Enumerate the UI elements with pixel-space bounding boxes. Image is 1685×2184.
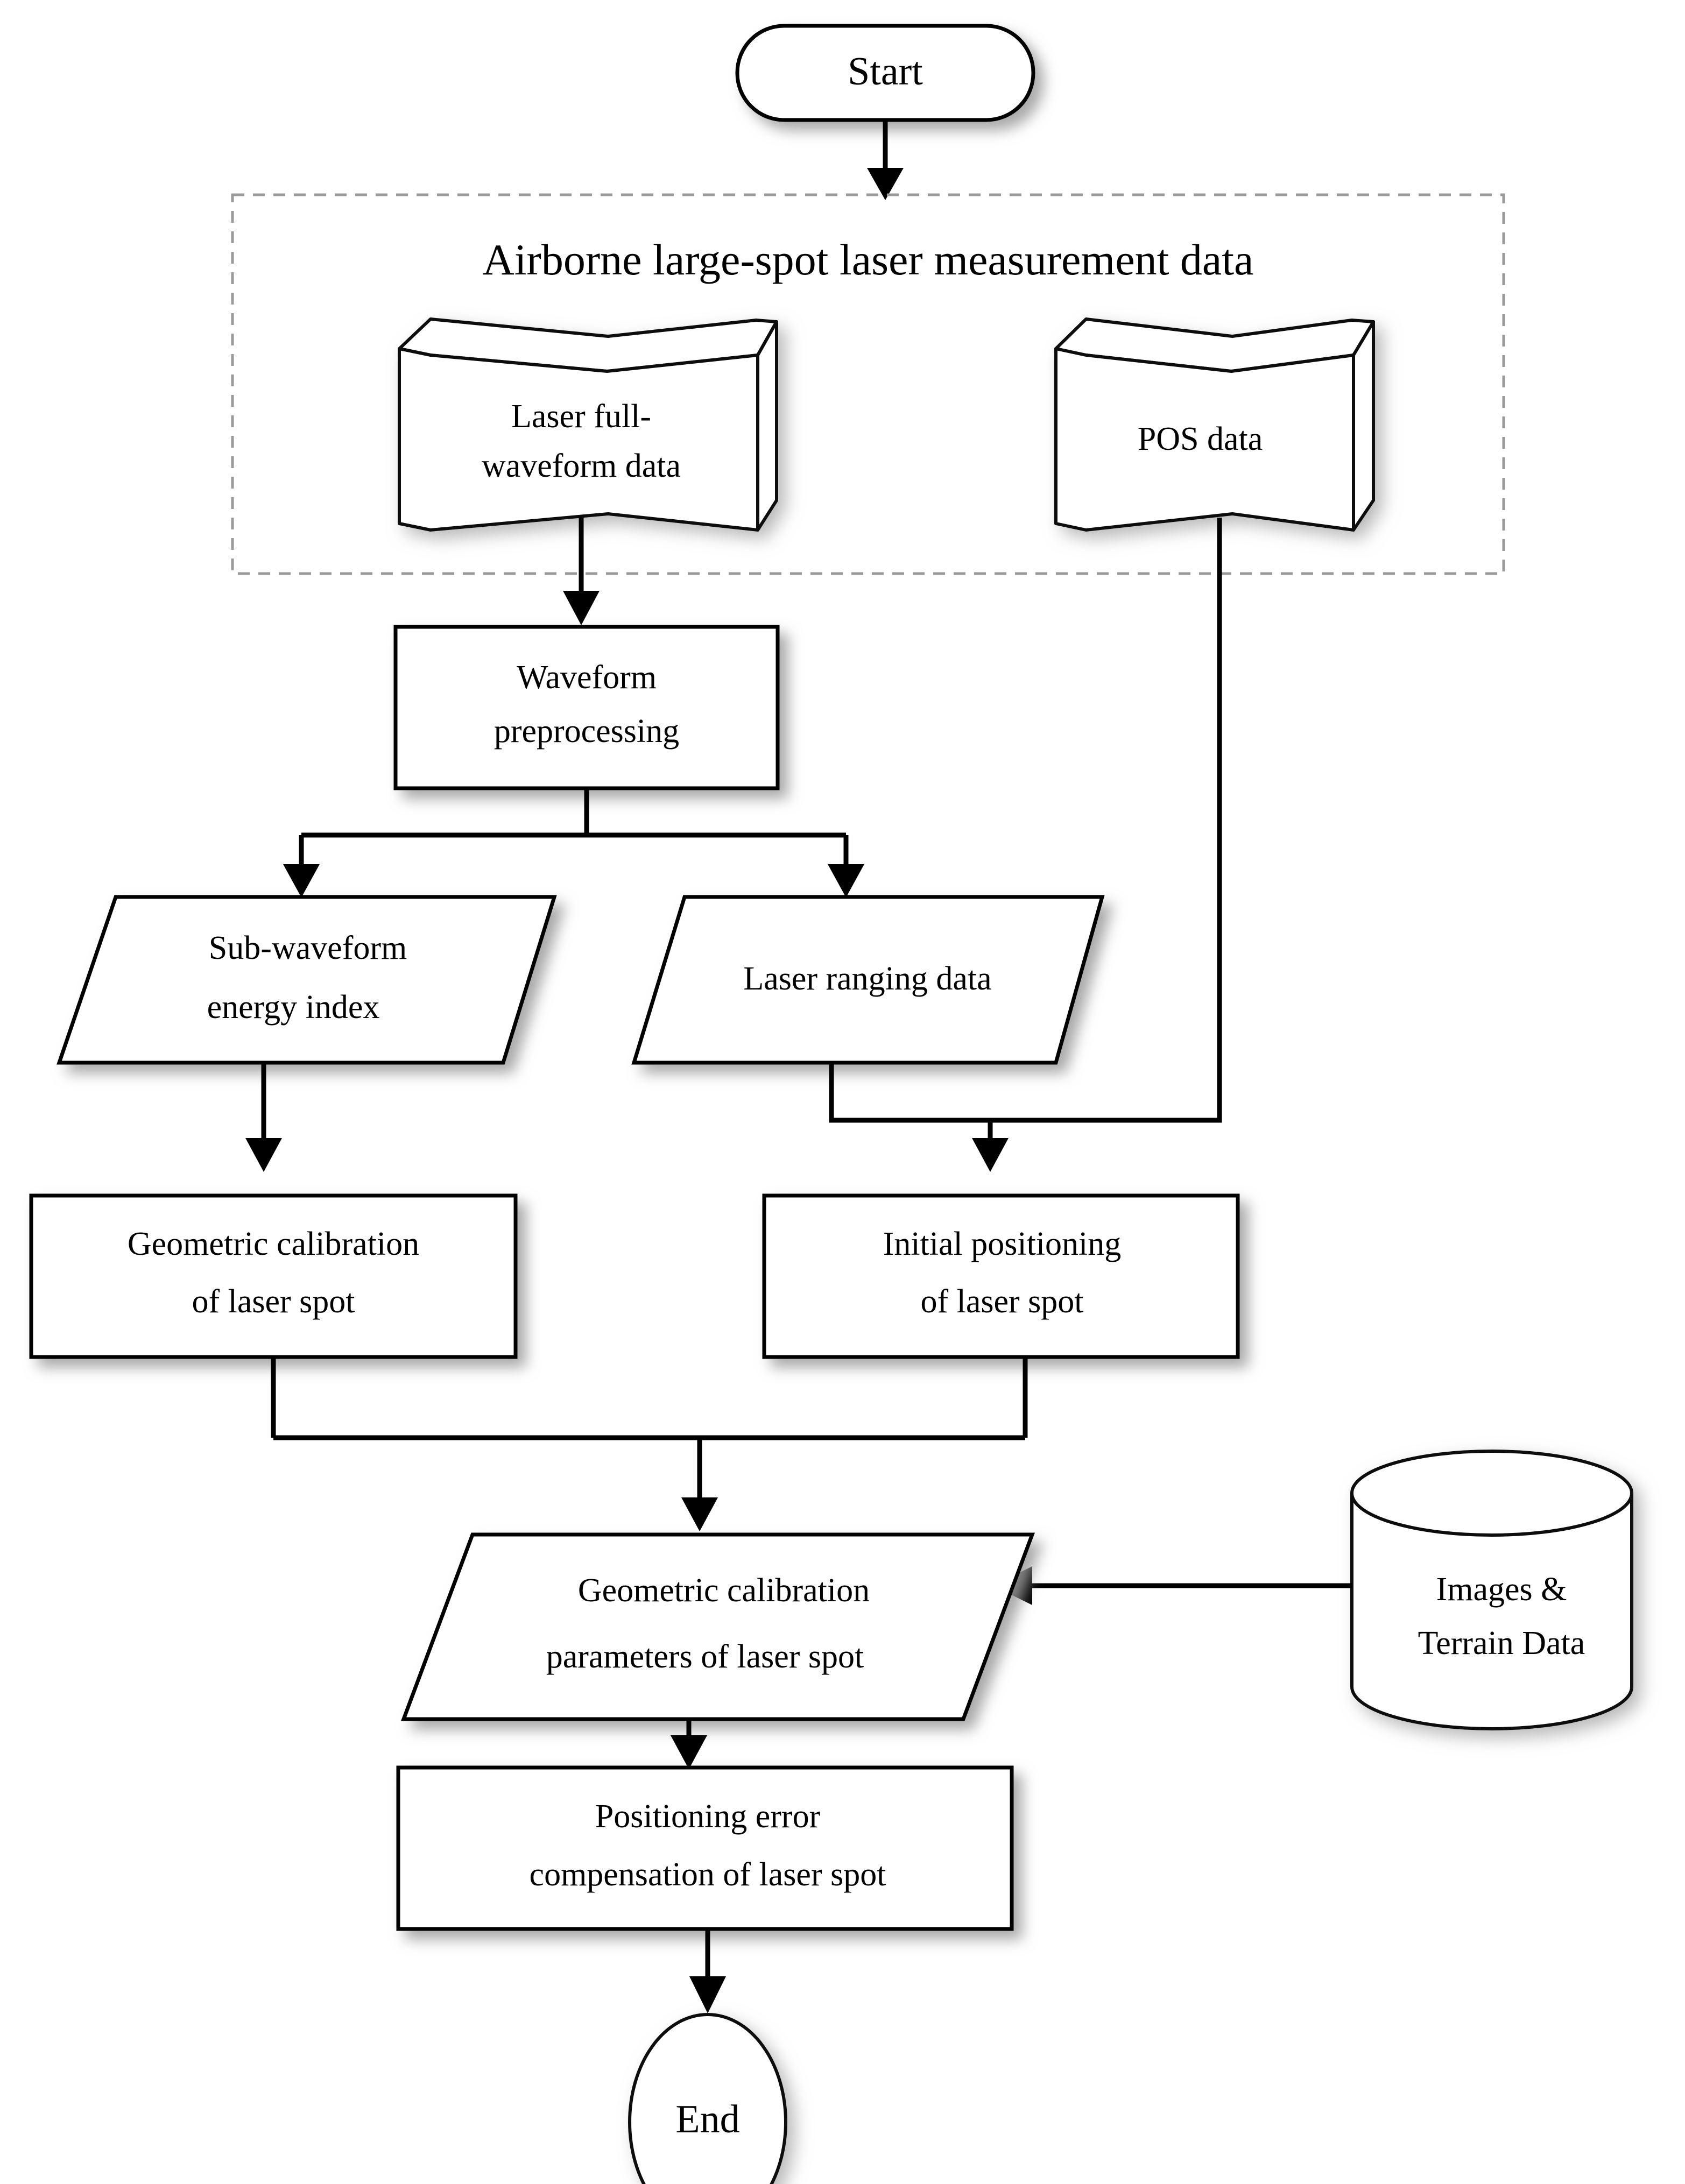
calibration-parameters-shape xyxy=(400,1532,1035,1721)
arrow-head-icon xyxy=(867,168,904,200)
sub-waveform-label-line1: Sub-waveform xyxy=(209,930,407,966)
initial-positioning-label-line1: Initial positioning xyxy=(883,1226,1122,1262)
edge-images-terrain-to-calibration-parameters xyxy=(993,1566,1352,1605)
sub-waveform-label-line2: energy index xyxy=(207,989,380,1026)
waveform-preprocessing-label-line1: Waveform xyxy=(517,659,657,696)
node-images-terrain-data[interactable]: Images & Terrain Data xyxy=(1350,1450,1633,1730)
laser-ranging-data-shape xyxy=(631,895,1105,1065)
edge-merge-to-calibration-parameters xyxy=(271,1357,1028,1531)
waveform-preprocessing-shape xyxy=(393,625,780,790)
arrow-head-icon xyxy=(671,1735,707,1769)
group-title-label: Airborne large-spot laser measurement da… xyxy=(483,235,1254,284)
arrow-head-icon xyxy=(828,864,864,897)
arrow-head-icon xyxy=(689,1976,726,2013)
node-laser-full-waveform-data[interactable]: Laser full- waveform data xyxy=(398,317,778,532)
laser-ranging-data-label: Laser ranging data xyxy=(743,960,991,997)
positioning-error-label-line1: Positioning error xyxy=(595,1798,821,1835)
edge-start-to-group xyxy=(867,120,904,200)
initial-positioning-label-line2: of laser spot xyxy=(920,1283,1083,1320)
pos-data-label: POS data xyxy=(1138,421,1263,457)
positioning-error-shape xyxy=(396,1765,1014,1931)
edge-calibration-parameters-to-error-compensation xyxy=(671,1719,707,1769)
cylinder-top-ellipse xyxy=(1350,1450,1633,1537)
arrow-head-icon xyxy=(681,1497,718,1531)
laser-full-waveform-label-line1: Laser full- xyxy=(511,398,651,435)
geometric-calibration-label-line1: Geometric calibration xyxy=(128,1226,419,1262)
initial-positioning-shape xyxy=(762,1193,1240,1359)
stored-data-front-face xyxy=(398,347,759,532)
node-geometric-calibration-parameters[interactable]: Geometric calibration parameters of lase… xyxy=(400,1532,1035,1721)
cylinder-body xyxy=(1350,1492,1633,1730)
node-geometric-calibration-of-laser-spot[interactable]: Geometric calibration of laser spot xyxy=(29,1193,518,1359)
node-waveform-preprocessing[interactable]: Waveform preprocessing xyxy=(393,625,780,790)
edge-waveform-to-preprocessing xyxy=(563,517,600,625)
node-pos-data[interactable]: POS data xyxy=(1054,317,1375,532)
images-terrain-label-line2: Terrain Data xyxy=(1418,1625,1585,1662)
node-sub-waveform-energy-index[interactable]: Sub-waveform energy index xyxy=(57,895,557,1065)
arrow-head-icon xyxy=(972,1138,1009,1172)
laser-full-waveform-label-line2: waveform data xyxy=(482,448,681,484)
stored-data-side-face xyxy=(756,320,778,532)
edge-subwaveform-to-geometric-calibration xyxy=(245,1063,282,1172)
geometric-calibration-label-line2: of laser spot xyxy=(192,1283,355,1320)
edge-error-compensation-to-end xyxy=(689,1929,726,2013)
arrow-head-icon xyxy=(563,591,600,625)
calibration-parameters-label-line2: parameters of laser spot xyxy=(546,1638,864,1675)
arrow-head-icon xyxy=(245,1138,282,1172)
group-airborne-measurement-data: Airborne large-spot laser measurement da… xyxy=(231,193,1505,575)
arrow-head-icon xyxy=(283,864,320,897)
positioning-error-label-line2: compensation of laser spot xyxy=(530,1856,886,1893)
node-positioning-error-compensation[interactable]: Positioning error compensation of laser … xyxy=(396,1765,1014,1931)
geometric-calibration-shape xyxy=(29,1193,518,1359)
calibration-parameters-label-line1: Geometric calibration xyxy=(578,1572,870,1609)
node-start[interactable]: Start xyxy=(735,24,1035,122)
start-label: Start xyxy=(848,50,923,94)
edge-ranging-data-to-initial-positioning xyxy=(829,1063,1009,1172)
end-shape xyxy=(628,2013,787,2184)
waveform-preprocessing-label-line2: preprocessing xyxy=(494,713,679,750)
node-end[interactable]: End xyxy=(628,2013,787,2184)
pos-data-side-face xyxy=(1352,320,1375,532)
edge-preprocessing-split xyxy=(283,788,864,897)
group-frame-border xyxy=(231,193,1505,575)
edge-pos-data-to-initial-positioning xyxy=(990,518,1222,1123)
end-label: End xyxy=(675,2097,739,2141)
pos-data-front-face xyxy=(1054,347,1355,532)
sub-waveform-energy-index-shape xyxy=(57,895,557,1065)
node-initial-positioning-of-laser-spot[interactable]: Initial positioning of laser spot xyxy=(762,1193,1240,1359)
images-terrain-label-line1: Images & xyxy=(1436,1571,1567,1608)
node-laser-ranging-data[interactable]: Laser ranging data xyxy=(631,895,1105,1065)
